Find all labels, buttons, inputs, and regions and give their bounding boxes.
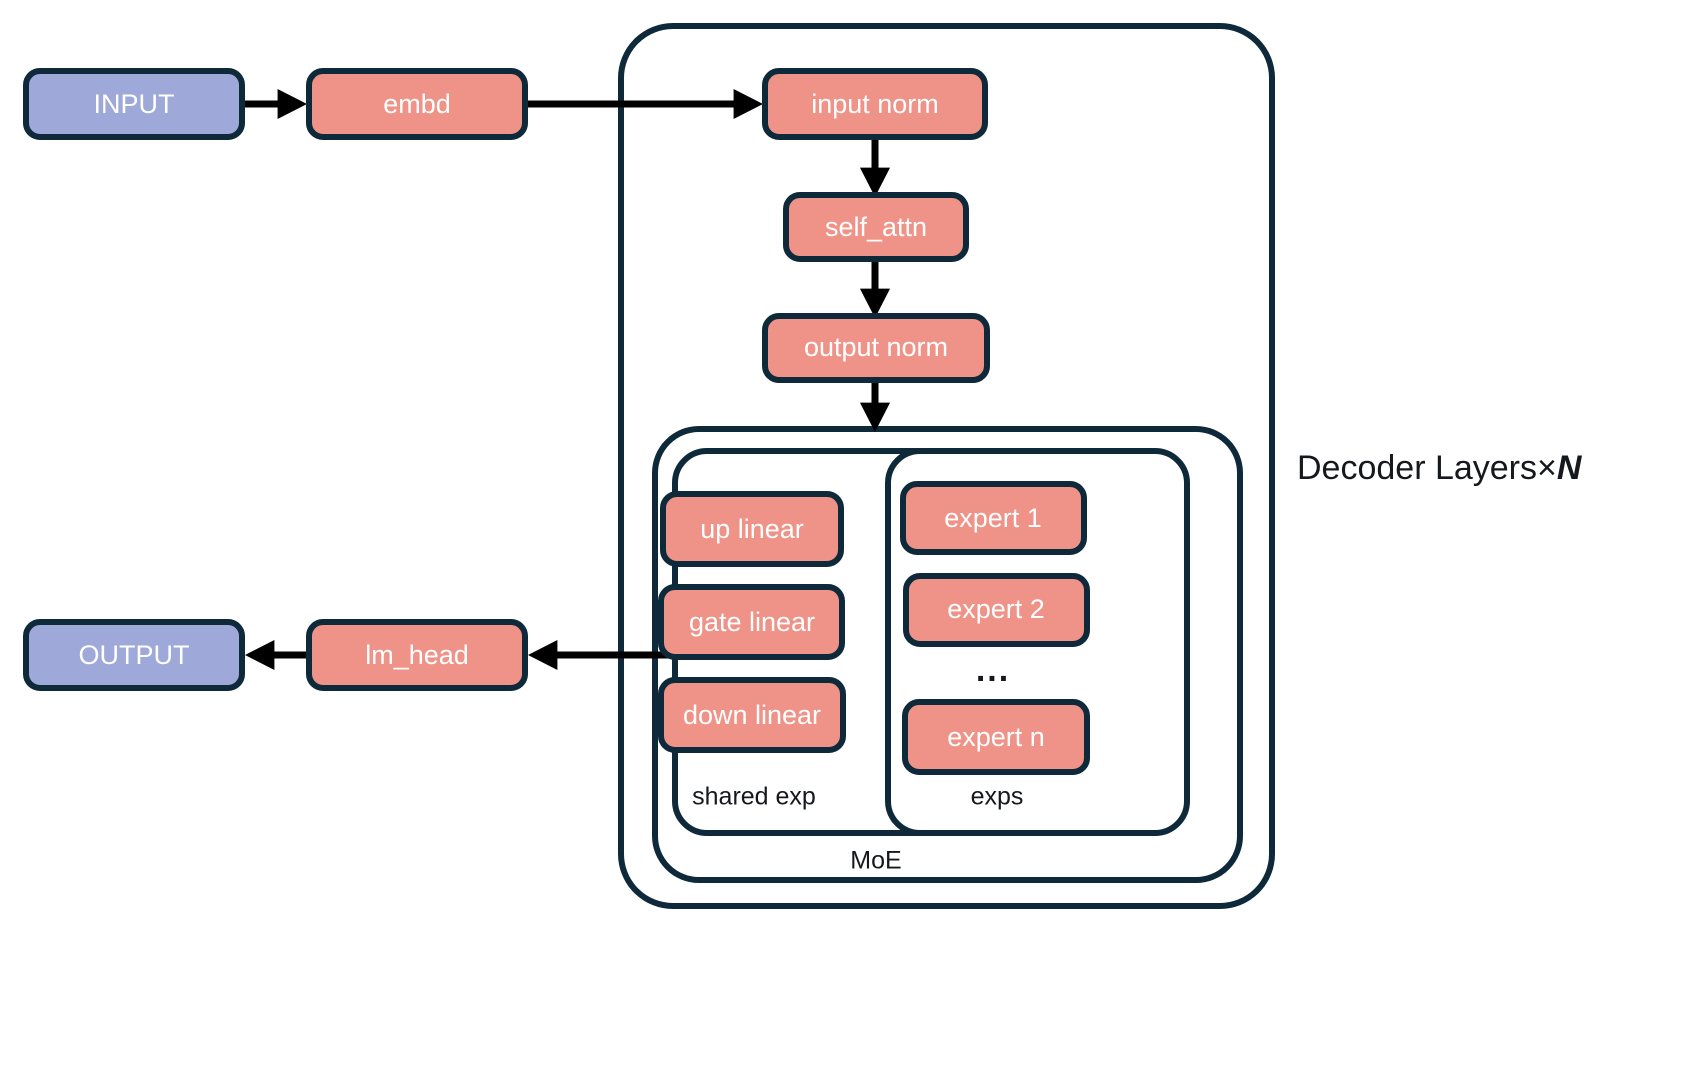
node-embd[interactable]: embd [306,68,528,140]
node-expert-n-box[interactable] [902,699,1090,775]
node-expert-2-box[interactable] [903,573,1090,647]
node-output-norm-label: output norm [804,332,948,362]
node-expert-1-box[interactable] [900,481,1087,555]
node-down-linear[interactable]: down linear [658,677,846,753]
node-expert-2-label: expert 2 [947,594,1045,624]
node-output-label: OUTPUT [79,640,190,670]
expert-ellipsis: ... [976,651,1010,689]
node-input[interactable]: INPUT [23,68,245,140]
node-output[interactable]: OUTPUT [23,619,245,691]
node-input-label: INPUT [94,89,175,119]
node-input-norm[interactable]: input norm [762,68,988,140]
exps-caption: exps [971,783,1024,811]
node-input-norm-label: input norm [811,89,939,119]
decoder-layers-annotation: Decoder Layers×N [1297,449,1583,487]
node-expert-1-label: expert 1 [944,503,1042,533]
node-expert-n-label: expert n [947,722,1045,752]
node-up-linear-label: up linear [700,514,804,544]
moe-caption: MoE [850,847,901,875]
node-down-linear-box[interactable] [658,677,846,753]
decoder-layers-annotation-count: N [1557,449,1583,487]
node-up-linear-box[interactable] [660,491,844,567]
node-embd-label: embd [383,89,451,119]
node-self-attn[interactable]: self_attn [783,192,969,262]
shared-exp-caption: shared exp [692,783,816,811]
decoder-layers-annotation-prefix: Decoder Layers× [1297,449,1557,487]
node-down-linear-label: down linear [683,700,821,730]
node-gate-linear-box[interactable] [658,584,845,660]
node-lm-head[interactable]: lm_head [306,619,528,691]
node-gate-linear-label: gate linear [689,607,815,637]
node-expert-2[interactable]: expert 2 [903,573,1090,647]
node-expert-1[interactable]: expert 1 [900,481,1087,555]
node-self-attn-label: self_attn [825,212,927,242]
node-input-norm-box[interactable] [762,68,988,140]
node-lm-head-box[interactable] [306,619,528,691]
node-expert-n[interactable]: expert n [902,699,1090,775]
node-embd-box[interactable] [306,68,528,140]
node-self-attn-box[interactable] [783,192,969,262]
node-output-norm-box[interactable] [762,313,990,383]
node-input-box[interactable] [23,68,245,140]
node-lm-head-label: lm_head [365,640,469,670]
node-output-box[interactable] [23,619,245,691]
node-gate-linear[interactable]: gate linear [658,584,845,660]
node-up-linear[interactable]: up linear [660,491,844,567]
node-output-norm[interactable]: output norm [762,313,990,383]
